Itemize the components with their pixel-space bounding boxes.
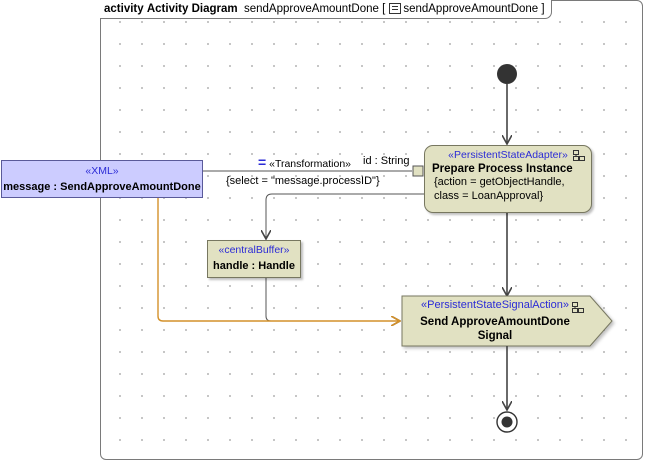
prepare-tag-line2: class = LoanApproval} bbox=[434, 190, 544, 202]
diagram-icon bbox=[389, 3, 402, 14]
xml-object-node[interactable]: «XML» message : SendApproveAmountDone bbox=[1, 160, 203, 198]
frame-name: sendApproveAmountDone bbox=[244, 3, 379, 15]
select-expression: {select = "message.processID"} bbox=[226, 175, 380, 187]
prepare-tag-line1: {action = getObjectHandle, bbox=[434, 176, 565, 188]
rake-icon bbox=[573, 150, 585, 161]
xml-object-name: message : SendApproveAmountDone bbox=[3, 181, 201, 193]
activity-final-node[interactable] bbox=[496, 411, 518, 433]
central-buffer-node[interactable]: «centralBuffer» handle : Handle bbox=[207, 240, 301, 278]
signal-action-name: Send ApproveAmountDone Signal bbox=[402, 315, 588, 343]
signal-stereotype: «PersistentStateSignalAction» bbox=[421, 299, 569, 311]
diagram-frame bbox=[100, 0, 643, 460]
input-pin[interactable] bbox=[412, 165, 424, 177]
frame-ref-close: ] bbox=[541, 3, 545, 15]
pin-label: id : String bbox=[363, 155, 410, 167]
object-flow-xml-to-signal[interactable] bbox=[157, 198, 400, 321]
object-flow-prepare-to-buffer[interactable] bbox=[266, 193, 424, 239]
signal-action-shape[interactable] bbox=[401, 295, 613, 347]
prepare-process-instance-action[interactable]: «PersistentStateAdapter» Prepare Process… bbox=[424, 145, 592, 213]
xml-stereotype: «XML» bbox=[85, 165, 119, 177]
signal-name-line2: Signal bbox=[477, 330, 513, 342]
prepare-stereotype: «PersistentStateAdapter» bbox=[448, 149, 568, 161]
frame-kind: activity bbox=[104, 3, 144, 15]
frame-ref-name: sendApproveAmountDone bbox=[403, 3, 539, 15]
prepare-action-name: Prepare Process Instance bbox=[432, 163, 573, 175]
buffer-stereotype: «centralBuffer» bbox=[218, 244, 290, 256]
transformation-symbol: = bbox=[258, 154, 267, 170]
transformation-label: = «Transformation» bbox=[258, 154, 351, 170]
frame-ref-open: [ bbox=[382, 3, 386, 15]
buffer-name: handle : Handle bbox=[213, 260, 295, 272]
initial-node[interactable] bbox=[497, 64, 517, 84]
frame-header[interactable]: activity Activity Diagram sendApproveAmo… bbox=[100, 0, 552, 19]
object-flow-buffer-to-signal[interactable] bbox=[265, 278, 400, 321]
signal-name-line1: Send ApproveAmountDone bbox=[420, 316, 570, 328]
rake-icon bbox=[572, 302, 584, 313]
frame-title: Activity Diagram bbox=[146, 3, 238, 15]
transformation-stereotype: «Transformation» bbox=[269, 158, 352, 170]
